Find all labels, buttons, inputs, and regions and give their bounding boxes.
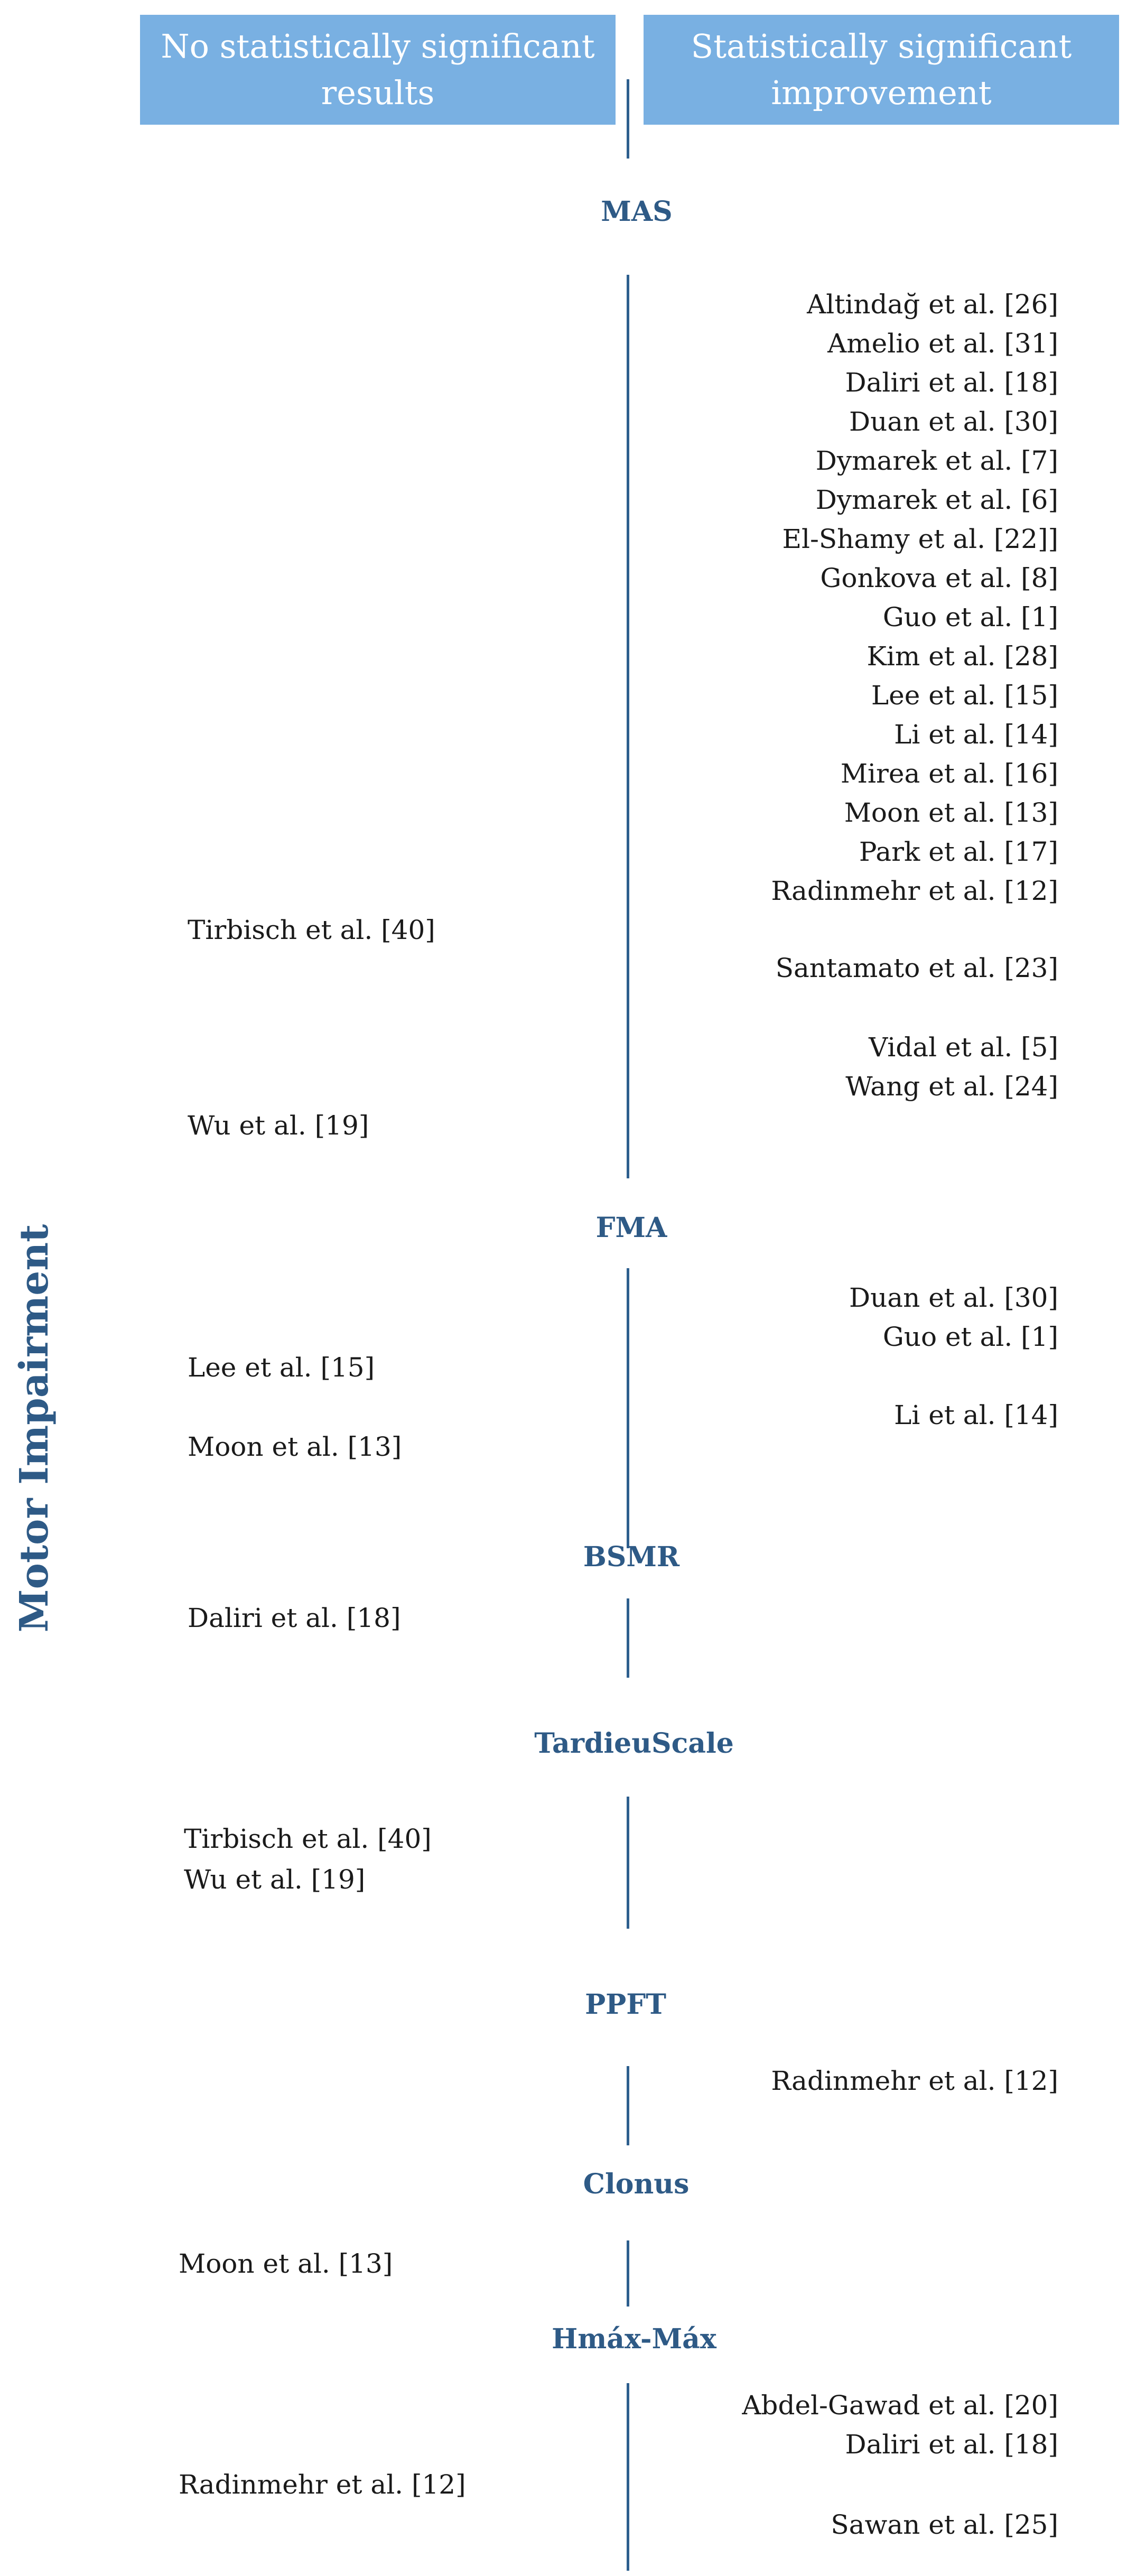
connector-line-mas	[627, 275, 629, 1178]
connector-line-ppft	[627, 2066, 629, 2145]
mas-right-ref-18: Vidal et al. [5]	[869, 1032, 1058, 1063]
tardieu-left-ref-2: Wu et al. [19]	[184, 1864, 366, 1895]
mas-right-ref-15: Park et al. [17]	[859, 836, 1058, 867]
ppft-right-ref-1: Radinmehr et al. [12]	[771, 2066, 1058, 2096]
mas-right-ref-11: Lee et al. [15]	[871, 680, 1058, 711]
category-clonus: Clonus	[583, 2168, 690, 2200]
header-left-line2: results	[321, 73, 435, 112]
category-bsmr: BSMR	[583, 1541, 680, 1573]
header-left-line1: No statistically significant	[161, 27, 595, 66]
category-fma: FMA	[595, 1212, 667, 1244]
connector-line-header	[627, 79, 629, 159]
mas-right-ref-6: Dymarek et al. [6]	[815, 485, 1058, 515]
category-mas: MAS	[601, 196, 673, 228]
mas-right-ref-1: Altindağ et al. [26]	[807, 289, 1058, 320]
mas-left-ref-2: Wu et al. [19]	[188, 1110, 369, 1141]
category-ppft: PPFT	[585, 1988, 666, 2021]
category-tardieu-scale: TardieuScale	[534, 1727, 734, 1760]
header-right-line2: improvement	[771, 73, 992, 112]
fma-right-ref-2: Guo et al. [1]	[882, 1322, 1058, 1352]
fma-right-ref-1: Duan et al. [30]	[849, 1282, 1058, 1313]
mas-right-ref-4: Duan et al. [30]	[849, 406, 1058, 437]
fma-left-ref-1: Lee et al. [15]	[188, 1352, 375, 1383]
fma-left-ref-2: Moon et al. [13]	[188, 1431, 402, 1462]
mas-right-ref-5: Dymarek et al. [7]	[815, 445, 1058, 476]
mas-right-ref-19: Wang et al. [24]	[845, 1071, 1058, 1102]
mas-right-ref-16: Radinmehr et al. [12]	[771, 876, 1058, 906]
connector-line-fma	[627, 1268, 629, 1548]
mas-right-ref-14: Moon et al. [13]	[844, 797, 1058, 828]
bsmr-left-ref-1: Daliri et al. [18]	[188, 1603, 401, 1633]
mas-right-ref-2: Amelio et al. [31]	[827, 328, 1058, 359]
motor-impairment-label: Motor Impairment	[12, 1224, 57, 1633]
connector-line-bsmr	[627, 1598, 629, 1678]
hmax-left-ref-1: Radinmehr et al. [12]	[179, 2469, 466, 2500]
category-hmax-max: Hmáx-Máx	[552, 2323, 716, 2355]
fma-right-ref-3: Li et al. [14]	[894, 1400, 1058, 1430]
tardieu-left-ref-1: Tirbisch et al. [40]	[184, 1824, 432, 1854]
mas-right-ref-8: Gonkova et al. [8]	[820, 563, 1058, 593]
connector-line-hmax	[627, 2383, 629, 2571]
hmax-right-ref-2: Daliri et al. [18]	[845, 2429, 1058, 2460]
mas-right-ref-9: Guo et al. [1]	[882, 602, 1058, 633]
connector-line-tardieu	[627, 1797, 629, 1929]
mas-right-ref-10: Kim et al. [28]	[867, 641, 1058, 672]
mas-right-ref-7: El-Shamy et al. [22]]	[782, 524, 1058, 554]
hmax-right-ref-1: Abdel-Gawad et al. [20]	[742, 2390, 1058, 2421]
clonus-left-ref-1: Moon et al. [13]	[179, 2248, 393, 2279]
connector-line-clonus	[627, 2240, 629, 2307]
header-no-significant-results: No statistically significant results	[140, 15, 616, 125]
mas-right-ref-12: Li et al. [14]	[894, 719, 1058, 750]
mas-left-ref-1: Tirbisch et al. [40]	[188, 915, 435, 945]
mas-right-ref-17: Santamato et al. [23]	[775, 953, 1058, 983]
mas-right-ref-13: Mirea et al. [16]	[840, 758, 1058, 789]
header-significant-improvement: Statistically significant improvement	[644, 15, 1119, 125]
header-right-line1: Statistically significant	[691, 27, 1072, 66]
hmax-right-ref-3: Sawan et al. [25]	[831, 2509, 1058, 2540]
mas-right-ref-3: Daliri et al. [18]	[845, 367, 1058, 398]
